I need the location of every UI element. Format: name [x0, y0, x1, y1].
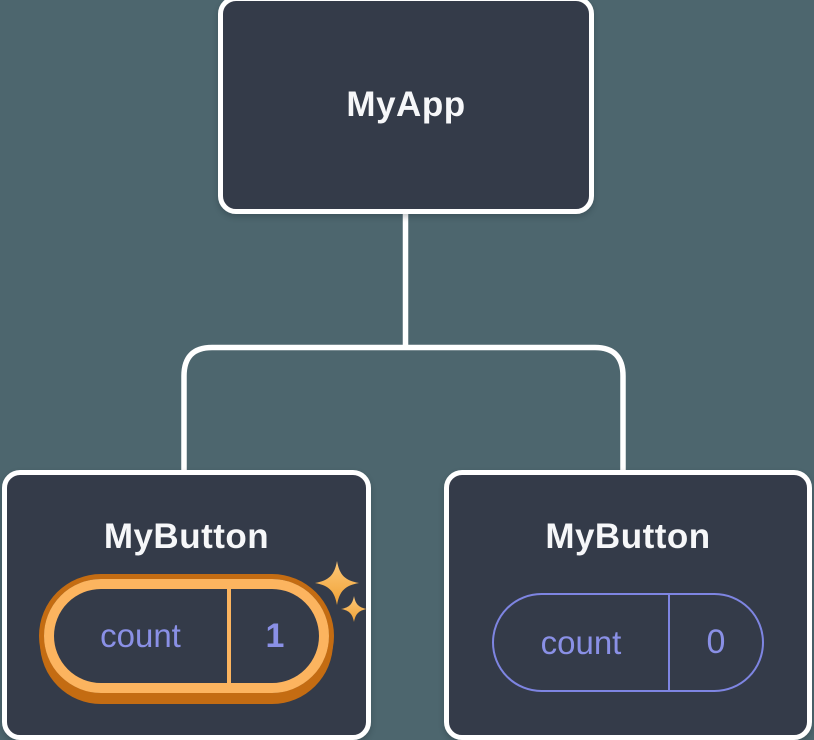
connector-branch	[181, 344, 626, 475]
state-pill: count 0	[492, 593, 764, 692]
pill-divider	[227, 589, 231, 683]
node-mybutton-left-label: MyButton	[103, 517, 270, 556]
state-label: count	[100, 617, 181, 654]
node-mybutton-left: MyButton count 1	[2, 470, 371, 740]
node-mybutton-right: MyButton count 0	[444, 470, 812, 740]
sparkle-small	[341, 596, 367, 622]
state-label: count	[540, 623, 622, 661]
sparkles-icon	[315, 561, 367, 622]
state-value: 1	[265, 616, 285, 655]
node-myapp: MyApp	[218, 0, 594, 214]
node-myapp-label: MyApp	[346, 85, 466, 124]
node-mybutton-right-label: MyButton	[545, 517, 711, 556]
sparkle-large	[315, 561, 359, 605]
state-pill-highlighted: count 1	[44, 579, 329, 693]
state-value: 0	[706, 623, 726, 661]
pill-divider	[668, 595, 670, 690]
